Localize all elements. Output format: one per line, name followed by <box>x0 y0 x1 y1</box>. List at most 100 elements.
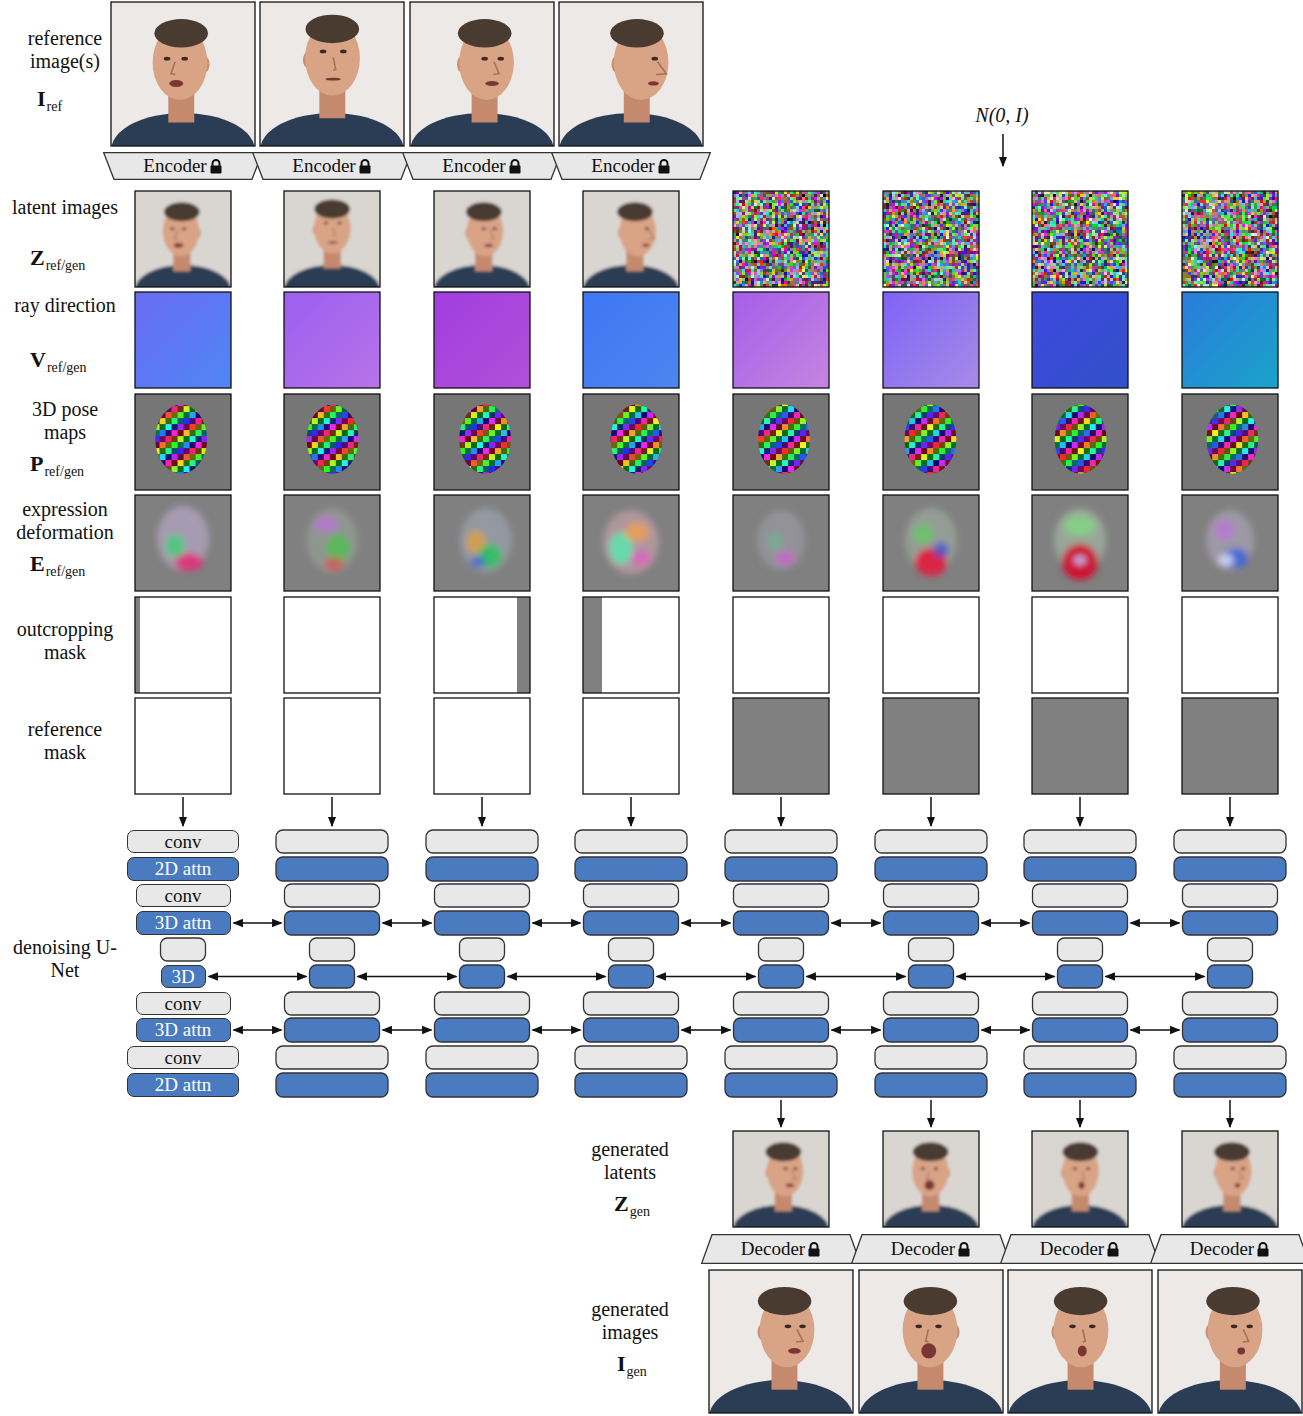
output-arrow <box>930 1100 932 1127</box>
generated-latent <box>1182 1131 1278 1227</box>
output-arrow <box>780 1100 782 1127</box>
conv-block <box>1024 1046 1136 1069</box>
ray-direction-map <box>1182 292 1278 388</box>
pose-map-head <box>891 394 969 484</box>
photo-frame <box>859 1270 1003 1413</box>
block-label: 3D attn <box>155 913 211 933</box>
row-label: reference image(s) <box>10 27 120 73</box>
conv-block <box>575 830 687 853</box>
image-frame <box>284 495 380 591</box>
expression-map-ground <box>583 495 679 591</box>
block-label: 2D attn <box>155 1075 211 1095</box>
image-frame <box>135 495 231 591</box>
trapezoid <box>253 153 412 180</box>
conv-block <box>909 938 954 961</box>
row-label: outcropping mask <box>10 618 120 664</box>
image-frame <box>883 597 979 693</box>
input-arrow <box>481 797 483 826</box>
image-frame <box>1182 1131 1278 1227</box>
image-frame <box>883 191 979 287</box>
reference-mask <box>1182 698 1278 794</box>
image-frame <box>733 698 829 794</box>
conv-block <box>875 1046 987 1069</box>
conv-block <box>1033 884 1128 907</box>
image-frame <box>583 292 679 388</box>
image-frame <box>1182 698 1278 794</box>
attention-block <box>875 857 987 881</box>
photo-frame <box>111 2 255 146</box>
attention-block <box>1033 911 1128 935</box>
cross-view-arrow <box>682 1029 731 1031</box>
generated-latent <box>1032 1131 1128 1227</box>
trapezoid <box>852 1235 1011 1264</box>
encoder-block: Encoder <box>252 152 412 180</box>
image-frame <box>733 292 829 388</box>
noise-image <box>883 191 979 287</box>
expression-map-face <box>1206 510 1254 570</box>
attention-block <box>609 965 654 988</box>
pose-map-ground <box>883 394 979 490</box>
image-frame <box>583 191 679 287</box>
attention-block: 3D attn <box>136 1018 231 1042</box>
generated-photo <box>1008 1270 1152 1413</box>
generated-photo <box>859 1270 1003 1413</box>
math-subscript: gen <box>627 1364 647 1380</box>
image-frame <box>583 495 679 591</box>
cross-view-arrow <box>533 1029 581 1031</box>
expression-map-ground <box>135 495 231 591</box>
image-frame <box>1032 495 1128 591</box>
conv-block <box>1174 830 1286 853</box>
expression-map-face <box>905 508 957 576</box>
outcropping-mask <box>883 597 979 693</box>
input-arrow <box>1229 797 1231 826</box>
pose-map-ground <box>583 394 679 490</box>
outcropping-mask <box>583 597 679 693</box>
row-label: N(0, I) <box>942 104 1062 127</box>
reference-photo <box>559 2 703 146</box>
block-label: conv <box>165 1048 202 1068</box>
conv-block <box>759 938 804 961</box>
lock-icon <box>957 1241 971 1257</box>
attention-block <box>725 857 837 881</box>
pose-map-ground <box>733 394 829 490</box>
ray-direction-map <box>583 292 679 388</box>
reference-mask <box>583 698 679 794</box>
attention-block <box>734 911 829 935</box>
input-arrow <box>630 797 632 826</box>
decoder-block: Decoder <box>701 1234 861 1264</box>
trapezoid <box>702 1235 861 1264</box>
outcropping-mask <box>434 597 530 693</box>
noise-arrow <box>1002 134 1004 166</box>
image-frame <box>284 698 380 794</box>
conv-block <box>276 830 388 853</box>
conv-block: conv <box>136 992 231 1015</box>
noise-image <box>1182 191 1278 287</box>
cross-view-arrow <box>533 922 581 924</box>
ray-direction-map <box>135 292 231 388</box>
attention-block <box>884 911 979 935</box>
image-frame <box>284 191 380 287</box>
attention-block <box>1058 965 1103 988</box>
cross-view-arrow <box>1106 976 1205 978</box>
expression-map-ground <box>434 495 530 591</box>
math-subscript: ref/gen <box>46 258 86 274</box>
image-frame <box>883 292 979 388</box>
encoder-block: Encoder <box>103 152 263 180</box>
attention-block <box>1033 1018 1128 1042</box>
reference-mask <box>733 698 829 794</box>
row-label: 3D pose maps <box>10 398 120 444</box>
conv-block <box>1174 1046 1286 1069</box>
photo-frame <box>709 1270 853 1413</box>
expression-map-ground <box>733 495 829 591</box>
image-frame <box>1032 191 1128 287</box>
pose-map-head <box>746 394 824 484</box>
image-frame <box>434 394 530 490</box>
lock-icon <box>358 158 372 174</box>
expression-map-ground <box>883 495 979 591</box>
block-label: 2D attn <box>155 859 211 879</box>
lock-icon <box>1106 1241 1120 1257</box>
attention-block <box>276 857 388 881</box>
attention-block <box>575 1073 687 1097</box>
reference-mask <box>434 698 530 794</box>
ray-direction-map <box>1032 292 1128 388</box>
